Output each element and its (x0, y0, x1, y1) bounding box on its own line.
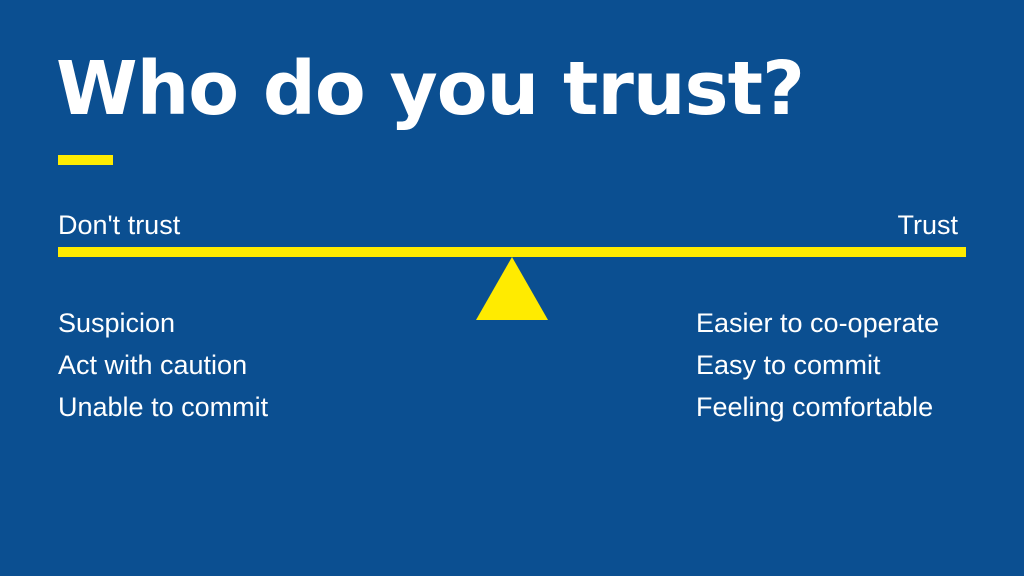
list-item: Act with caution (58, 350, 248, 380)
list-item: Suspicion (58, 308, 176, 338)
dont-trust-list: Suspicion Act with caution Unable to com… (58, 302, 268, 428)
list-item: Easy to commit (696, 350, 881, 380)
slide-title: Who do you trust? (56, 46, 805, 132)
balance-beam (58, 247, 966, 257)
list-item: Unable to commit (58, 392, 269, 422)
fulcrum-triangle-icon (476, 257, 548, 320)
list-item: Easier to co-operate (696, 308, 940, 338)
scale-label-trust: Trust (897, 210, 959, 240)
list-item: Feeling comfortable (696, 392, 934, 422)
scale-label-dont-trust: Don't trust (58, 210, 181, 240)
title-accent-line (58, 155, 113, 165)
trust-list: Easier to co-operate Easy to commit Feel… (696, 302, 939, 428)
